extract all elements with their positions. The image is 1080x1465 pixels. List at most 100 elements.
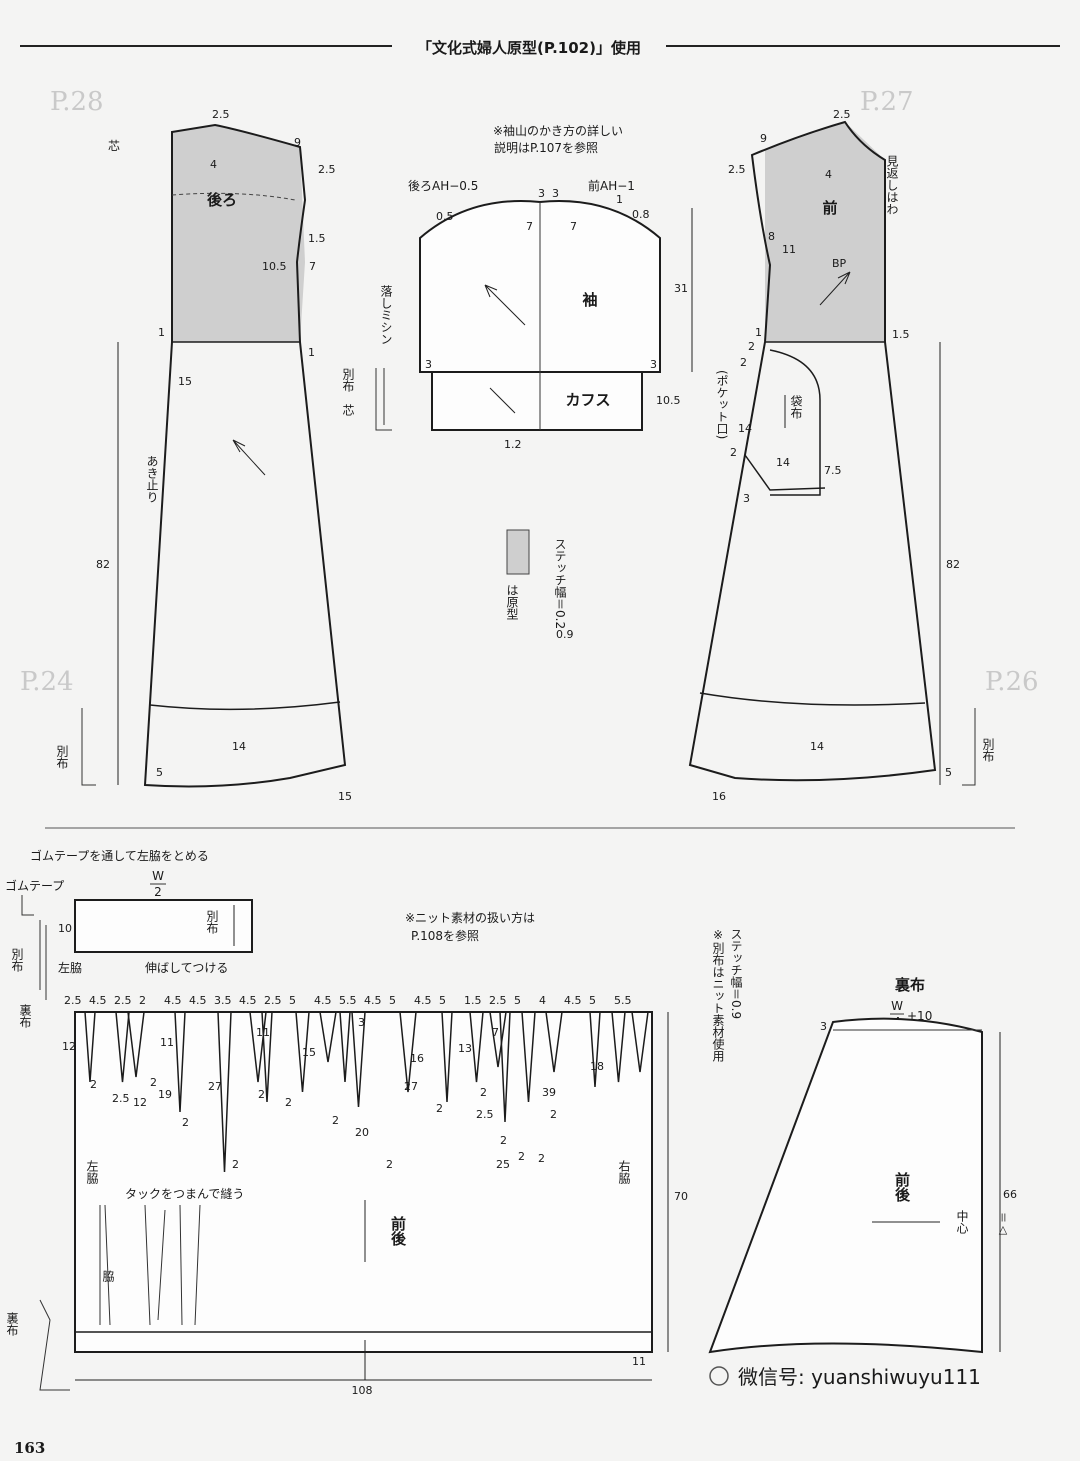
dim-label: 7 (526, 220, 533, 233)
tuck-top-dim: 4.5 (364, 994, 382, 1007)
page-title: 「文化式婦人原型(P.102)」使用 (417, 39, 641, 57)
dim-label: 31 (674, 282, 688, 295)
dim-label: 4 (825, 168, 832, 181)
front-label: 前 (822, 199, 837, 217)
front-hem-band-line (699, 692, 926, 706)
ghost-text: P.26 (985, 667, 1039, 697)
dim-label: 1.2 (504, 438, 522, 451)
tuck-wedge (399, 1011, 417, 1093)
dim-label: 10.5 (262, 260, 287, 273)
tuck-top-dim: 5 (589, 994, 596, 1007)
dim-label: 70 (674, 1190, 688, 1203)
tuck-wedge (127, 1011, 145, 1078)
tuck-wedge (351, 1011, 366, 1108)
tuck-wedge (545, 1011, 563, 1073)
dim-label: 7 (309, 260, 316, 273)
lining-panel-outline (708, 1017, 983, 1354)
dim-label: 3 (820, 1020, 827, 1033)
tuck-top-dim: 4.5 (564, 994, 582, 1007)
tuck-small-dim: 2 (332, 1114, 339, 1127)
tuck-wedge (469, 1011, 484, 1083)
tuck-top-dim: 4.5 (189, 994, 207, 1007)
separate-knit-note: ※別布はニット素材使用 (711, 928, 725, 1063)
stretch-label: 伸ばしてつける (145, 961, 228, 975)
knit-note-2: P.108を参照 (411, 928, 479, 943)
tuck-top-dim: 5 (514, 994, 521, 1007)
tuck-top-dim: 4.5 (314, 994, 332, 1007)
tuck-length-dim: 11 (256, 1026, 270, 1039)
skirt-left-side-label: 左脇 (85, 1159, 99, 1185)
tuck-small-dim: 2.5 (112, 1092, 130, 1105)
tuck-wedge (115, 1011, 130, 1083)
sleeve-note-1: ※袖山のかき方の詳しい (493, 123, 623, 138)
lining-frac-num: W (891, 999, 903, 1013)
skirt-main-piece (74, 1011, 653, 1353)
tuck-top-dim: 2.5 (489, 994, 507, 1007)
lining-title: 裏布 (894, 976, 925, 994)
dim-label: 7 (570, 220, 577, 233)
tuck-top-dim: 5 (389, 994, 396, 1007)
tuck-top-dim: 3.5 (214, 994, 232, 1007)
elastic-label: ゴムテープ (5, 878, 64, 893)
lining-section: 裏布 W 4 +10 3 前後 中心 66 ＝△ (708, 976, 1017, 1354)
tuck-wedge (319, 1011, 337, 1063)
dim-label: 3 (743, 492, 750, 505)
cuff-fold-detail (375, 368, 392, 431)
tuck-small-dim: 2 (538, 1152, 545, 1165)
dim-label: 15 (178, 375, 192, 388)
knit-note-1: ※ニット素材の扱い方は (405, 910, 535, 925)
bp-label: BP (832, 257, 847, 270)
band-frac-den: 2 (154, 885, 162, 899)
tuck-top-dim: 5.5 (614, 994, 632, 1007)
dim-label: ＝△ (997, 1212, 1010, 1236)
tuck-small-dim: 2 (436, 1102, 443, 1115)
back-piece: 後ろ 芯 2.5 4 9 2.5 1.5 10.5 7 1 1 15 82 14… (55, 108, 352, 803)
front-ah-label: 前AH−1 (588, 178, 635, 193)
tuck-wedge (631, 1011, 649, 1073)
dim-label: 8 (768, 230, 775, 243)
dim-label: 14 (810, 740, 824, 753)
front-separate-label: 別布 (981, 738, 995, 763)
back-block-shade (172, 125, 305, 342)
tuck-top-dim: 5.5 (339, 994, 357, 1007)
dim-label: 1 (616, 193, 623, 206)
front-block-shade (765, 122, 885, 342)
tuck-wedge (261, 1011, 273, 1103)
band-frac-num: W (152, 869, 164, 883)
tuck-top-dim: 4.5 (164, 994, 182, 1007)
tuck-top-dim: 2.5 (114, 994, 132, 1007)
tuck-small-dim: 2 (480, 1086, 487, 1099)
tuck-small-dim: 2.5 (476, 1108, 494, 1121)
back-hem-band-line (149, 701, 341, 711)
back-label: 後ろ (206, 191, 237, 209)
tuck-length-dim: 18 (590, 1060, 604, 1073)
tuck-length-dim: 19 (158, 1088, 172, 1101)
waistband-piece (74, 899, 253, 953)
dim-label: 5 (945, 766, 952, 779)
tuck-length-dim: 13 (458, 1042, 472, 1055)
tuck-wedge (84, 1011, 96, 1083)
dim-label: 3 (650, 358, 657, 371)
tuck-wedge (339, 1011, 351, 1083)
skirt-lining-detail (39, 1299, 70, 1391)
pocket-opening-label: (ポケット口) (715, 370, 729, 439)
tuck-top-dim: 4.5 (239, 994, 257, 1007)
tuck-length-dim: 11 (160, 1036, 174, 1049)
tuck-wedge (589, 1011, 601, 1088)
back-hem-detail (81, 708, 96, 786)
dim-label: 10 (58, 922, 72, 935)
dim-label: 2 (730, 446, 737, 459)
tuck-small-dim: 2 (285, 1096, 292, 1109)
back-slit-label: あき止り (145, 455, 159, 503)
tuck-length-dim: 16 (410, 1052, 424, 1065)
dim-label: 2.5 (728, 163, 746, 176)
legend-stitch-b: 0.9 (556, 628, 574, 641)
dim-label: 11 (782, 243, 796, 256)
lining-front-back-label: 前後 (893, 1171, 911, 1203)
dim-label: 4 (210, 158, 217, 171)
dim-label: 1 (308, 346, 315, 359)
dim-label: 82 (96, 558, 110, 571)
tuck-top-dim: 4 (539, 994, 546, 1007)
